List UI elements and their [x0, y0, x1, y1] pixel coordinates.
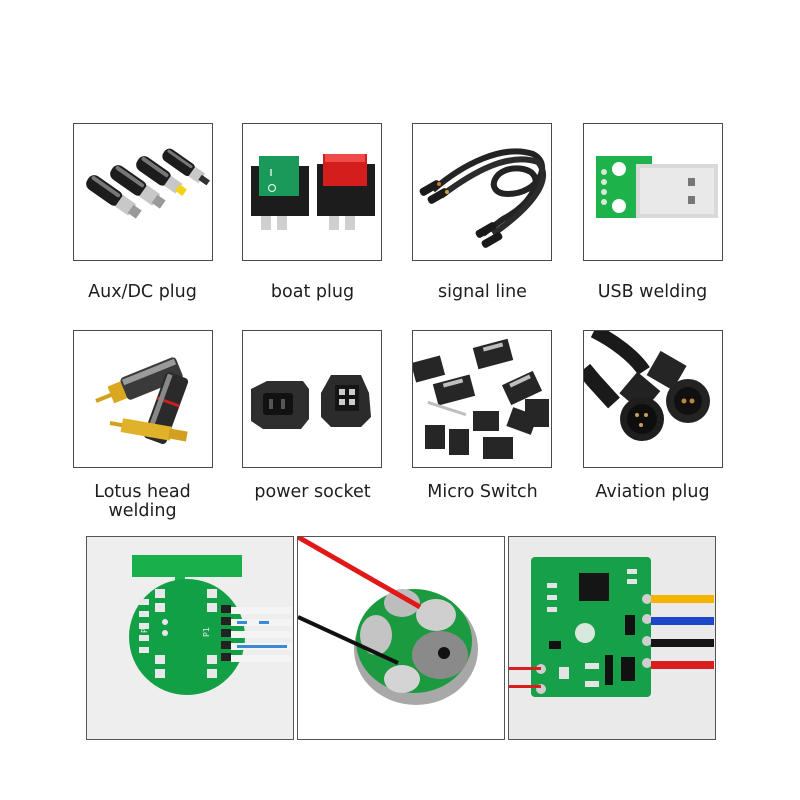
product-tile-signal-line: [412, 123, 552, 261]
product-label-aux-dc-plug: Aux/DC plug: [88, 282, 197, 302]
example-photo-square-pcb: [508, 536, 716, 740]
product-label-aviation-plug: Aviation plug: [595, 482, 710, 502]
wire-yellow: [651, 595, 714, 603]
example-photo-round-pcb: P3 P1: [86, 536, 294, 740]
aviation-plug-image: [584, 331, 710, 441]
signal-line-image: [419, 148, 546, 248]
square-pcb-module-image: [509, 557, 714, 697]
power-socket-image: [251, 375, 371, 429]
product-label-boat-plug: boat plug: [270, 282, 355, 302]
wire-black: [651, 639, 714, 647]
lotus-head-welding-image: [95, 357, 189, 444]
wire-red: [651, 661, 714, 669]
usb-welding-image: [596, 156, 718, 218]
product-label-usb-welding: USB welding: [597, 282, 708, 302]
product-tile-power-socket: [242, 330, 382, 468]
boat-plug-image: [251, 154, 375, 230]
product-tile-lotus-head-welding: [73, 330, 213, 468]
product-tile-micro-switch: [412, 330, 552, 468]
aux-dc-plug-image: [86, 148, 210, 219]
pcb-label-p1: P1: [202, 627, 211, 637]
pcb-label-p3: P3: [140, 623, 149, 633]
round-pcb-ribbon-image: P3 P1: [129, 555, 292, 695]
example-photo-microphone: [297, 536, 505, 740]
product-tile-aux-dc-plug: [73, 123, 213, 261]
product-label-signal-line: signal line: [438, 282, 527, 302]
micro-switch-image: [413, 338, 549, 459]
product-label-power-socket: power socket: [254, 482, 371, 502]
product-tile-aviation-plug: [583, 330, 723, 468]
microphone-capsule-image: [298, 537, 478, 705]
wire-blue: [651, 617, 714, 625]
product-tile-usb-welding: [583, 123, 723, 261]
product-tile-boat-plug: [242, 123, 382, 261]
product-label-lotus-head-welding: Lotus head welding: [94, 482, 191, 521]
product-label-micro-switch: Micro Switch: [427, 482, 538, 502]
